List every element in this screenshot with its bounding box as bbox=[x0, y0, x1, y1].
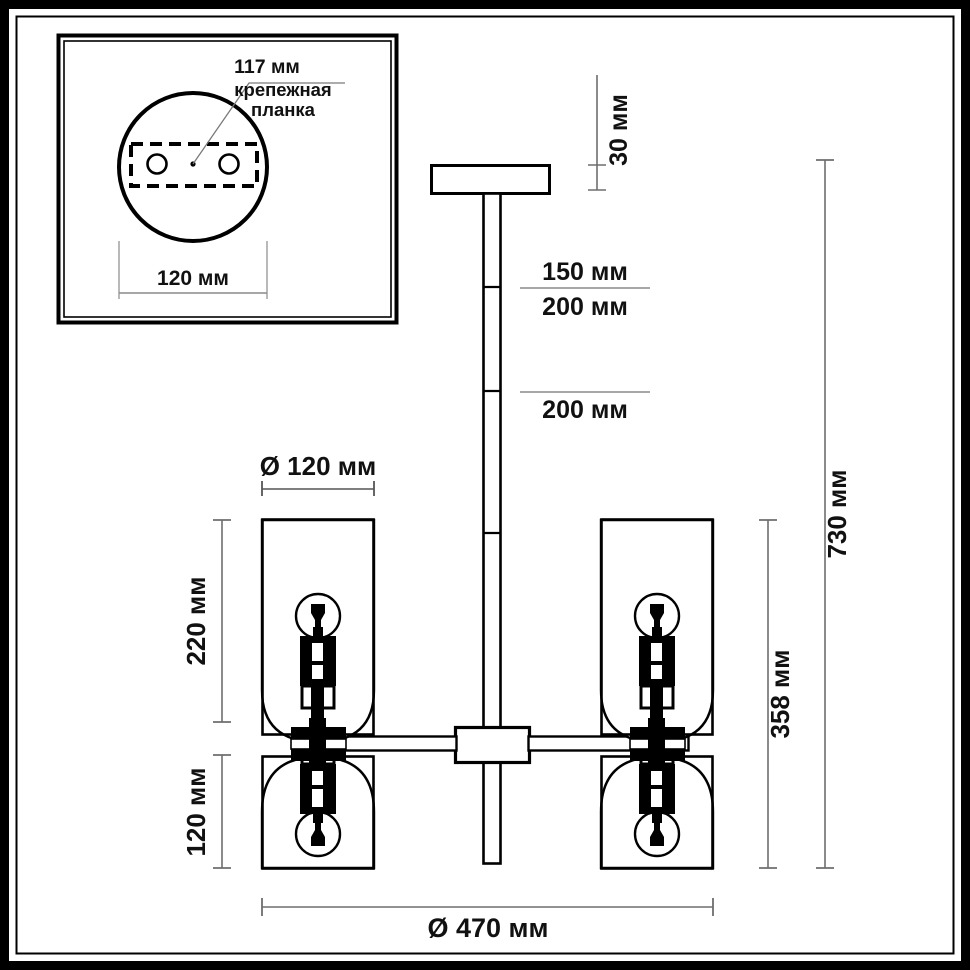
left-lower-bulb-filament bbox=[311, 823, 325, 846]
left-upper-bulb-filament bbox=[311, 604, 325, 627]
canopy-circle bbox=[117, 91, 269, 243]
outer-frame-gap bbox=[12, 12, 958, 958]
dimension-canopy-height: 30 мм bbox=[588, 75, 633, 191]
dim-30-label: 30 мм bbox=[605, 94, 633, 166]
dim-730-label: 730 мм bbox=[822, 469, 852, 558]
left-upper-socket-slot-b bbox=[312, 665, 323, 679]
screw-hole-right bbox=[218, 153, 240, 175]
dim-d470-label: Ø 470 мм bbox=[428, 913, 549, 943]
dim-150-label: 150 мм bbox=[542, 258, 628, 286]
detail-box-border-gap bbox=[61, 38, 394, 320]
detail-plate-name-line2: планка bbox=[251, 99, 316, 120]
detail-box-border-inner bbox=[63, 40, 392, 318]
dimension-upper-shade-height: 220 мм bbox=[181, 519, 231, 723]
dim-d120-label: Ø 120 мм bbox=[260, 451, 377, 481]
dimension-shade-diameter: Ø 120 мм bbox=[260, 451, 377, 496]
detail-box-border-outer bbox=[56, 33, 399, 325]
left-upper-bulb-base bbox=[313, 627, 323, 636]
lamp-group-left bbox=[260, 518, 376, 870]
right-upper-bulb-filament bbox=[650, 604, 664, 627]
dimension-rod-segment-1: 150 мм bbox=[520, 258, 650, 289]
left-lower-socket-slot-a bbox=[312, 789, 323, 807]
mounting-bar-dashed bbox=[129, 142, 259, 188]
dim-358-label: 358 мм bbox=[765, 649, 795, 738]
right-upper-bulb-base bbox=[652, 627, 662, 636]
central-hub bbox=[453, 725, 532, 765]
detail-plate-name-line1: крепежная bbox=[234, 79, 331, 100]
screw-hole-left bbox=[146, 153, 168, 175]
outer-frame-thin bbox=[15, 15, 955, 955]
detail-plate-dim-label: 117 мм bbox=[234, 56, 300, 78]
dimension-rod-segment-2: 200 мм bbox=[542, 293, 628, 321]
lamp-group-right bbox=[599, 518, 715, 870]
left-mount-core bbox=[309, 718, 326, 770]
dimension-fixture-height: 358 мм bbox=[759, 519, 795, 869]
left-lower-socket-slot-b bbox=[312, 771, 323, 785]
right-lower-socket-slot-b bbox=[651, 771, 662, 785]
dimension-rod-segment-3: 200 мм bbox=[520, 391, 650, 424]
right-upper-socket-slot-b bbox=[651, 665, 662, 679]
right-lower-socket-slot-a bbox=[651, 789, 662, 807]
dim-200b-label: 200 мм bbox=[542, 396, 628, 424]
dimension-overall-diameter: Ø 470 мм bbox=[261, 898, 714, 943]
right-mount-core bbox=[648, 718, 665, 770]
right-upper-socket-slot-a bbox=[651, 643, 662, 661]
right-lower-bulb-filament bbox=[650, 823, 664, 846]
dim-200a-label: 200 мм bbox=[542, 293, 628, 321]
dimension-total-height: 730 мм bbox=[816, 159, 852, 869]
chandelier-assembly bbox=[260, 164, 715, 870]
dimension-lower-shade-height: 120 мм bbox=[181, 754, 231, 869]
detail-canopy-dim-label: 120 мм bbox=[157, 267, 229, 290]
leader-line-plate bbox=[192, 82, 345, 165]
ceiling-canopy-plate bbox=[430, 164, 551, 195]
suspension-rod bbox=[482, 192, 502, 865]
dim-120-label: 120 мм bbox=[181, 767, 211, 856]
left-lower-bulb-base bbox=[313, 814, 323, 823]
ceiling-mount-detail-box: 117 мм крепежная планка 120 мм bbox=[56, 33, 399, 325]
right-lower-bulb-base bbox=[652, 814, 662, 823]
left-upper-socket-slot-a bbox=[312, 643, 323, 661]
dim-220-label: 220 мм bbox=[181, 576, 211, 665]
